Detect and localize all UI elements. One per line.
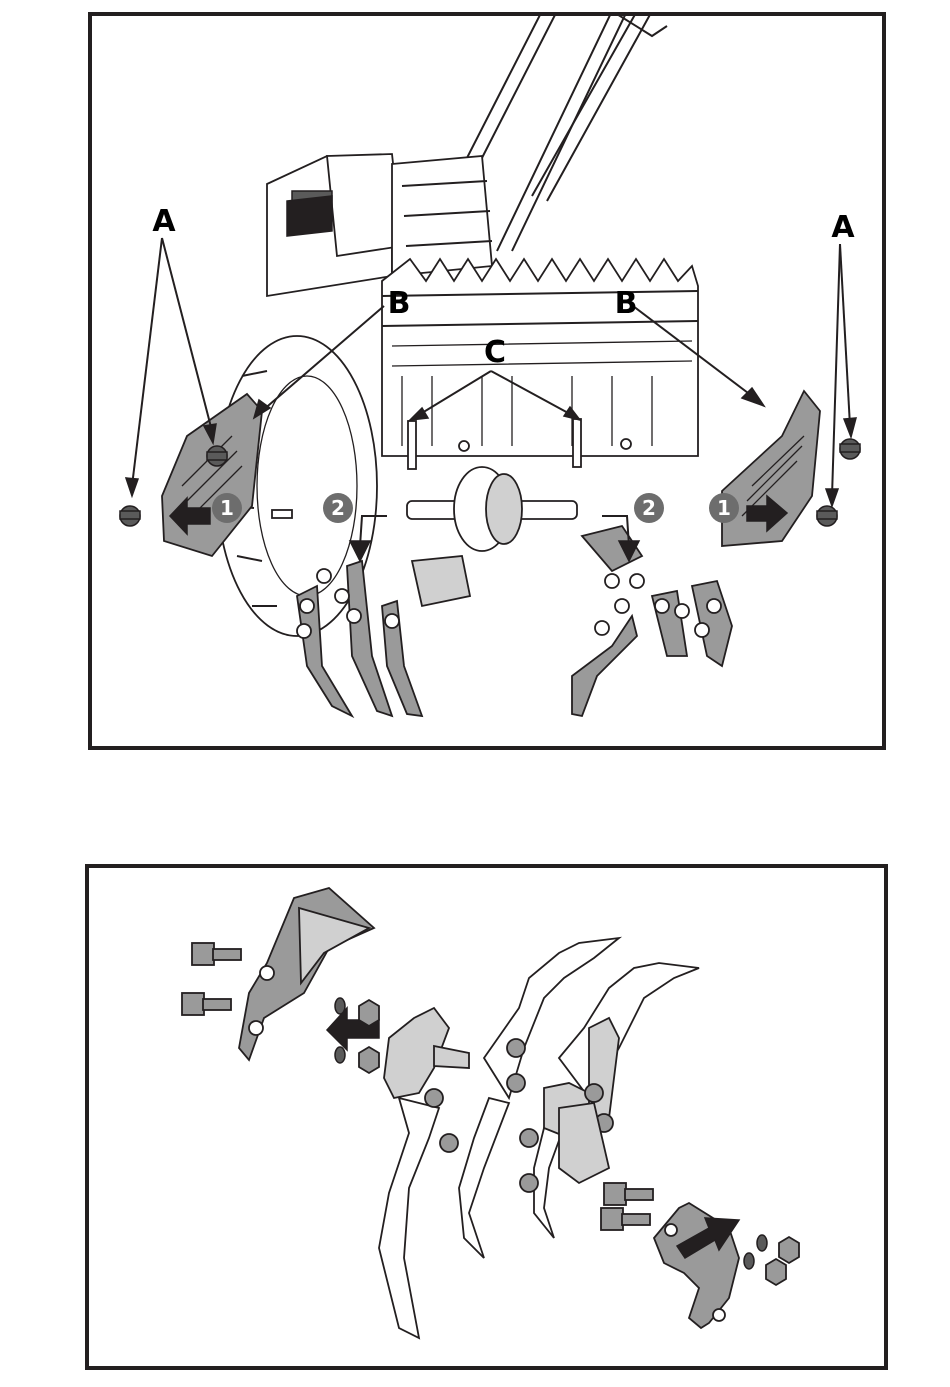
tine-hood (382, 259, 698, 456)
knob-a-right-2 (817, 506, 837, 526)
tine-assembly-illustration (89, 868, 888, 1370)
tine-assembly-diagram (85, 864, 888, 1370)
left-tines (297, 556, 470, 716)
step-number: 2 (331, 496, 345, 520)
callout-2-right: 2 (634, 493, 664, 523)
bolts-right (601, 1183, 653, 1230)
knob-a-right-1 (840, 439, 860, 459)
washers-nuts-right (744, 1235, 799, 1285)
step-number: 2 (642, 496, 656, 520)
bolt-left-lower (182, 993, 231, 1015)
label-b-right: B (615, 286, 638, 321)
tiller-removal-diagram: 1 2 2 1 A A B B C (88, 12, 886, 750)
knob-a-left-2 (207, 446, 227, 466)
right-tines (572, 526, 732, 716)
callout-2-left: 2 (323, 493, 353, 523)
callout-1-left: 1 (212, 493, 242, 523)
tine-assembly (379, 938, 699, 1338)
callout-1-right: 1 (709, 493, 739, 523)
knob-a-left-1 (120, 506, 140, 526)
label-a-right: A (831, 210, 855, 245)
label-c: C (484, 335, 506, 370)
bolt-left-upper (192, 943, 241, 965)
tiller-removal-illustration: 1 2 2 1 A A B B C (92, 16, 886, 750)
label-b-left: B (388, 286, 411, 321)
step-number: 1 (717, 496, 731, 520)
step-number: 1 (220, 496, 234, 520)
label-a-left: A (152, 204, 176, 239)
